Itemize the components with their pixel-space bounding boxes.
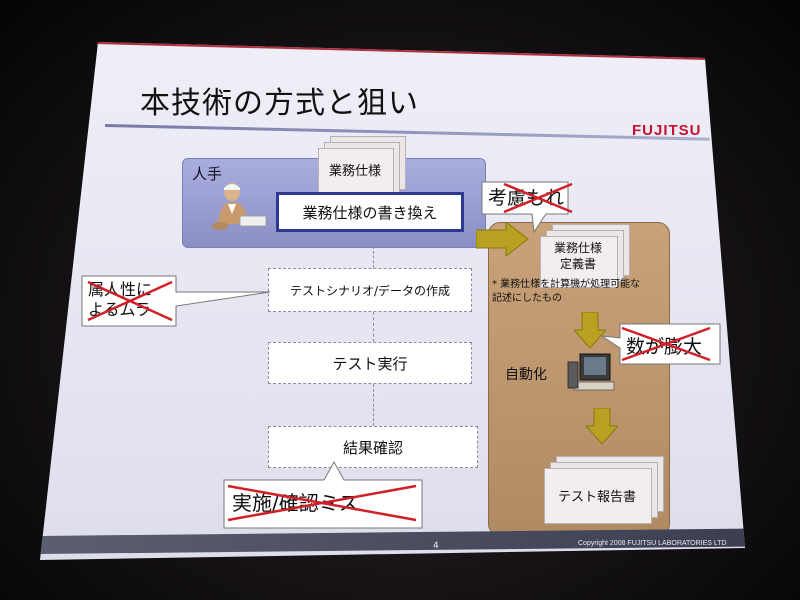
cross-mark-icon xyxy=(621,326,711,362)
rewrite-spec-box: 業務仕様の書き換え xyxy=(276,192,464,232)
definition-note: * 業務仕様を計算機が処理可能な 記述にしたもの xyxy=(492,279,641,304)
person-dependency-bubble xyxy=(81,275,271,327)
mistake-text: 実施/確認ミス xyxy=(232,491,359,515)
cross-mark-icon xyxy=(227,484,417,522)
step-create-scenario: テストシナリオ/データの作成 xyxy=(268,268,472,312)
step-run-test: テスト実行 xyxy=(268,342,472,384)
page-number: 4 xyxy=(433,541,439,551)
flow-connector xyxy=(373,384,374,426)
flow-connector xyxy=(373,246,374,268)
step-check-result: 結果確認 xyxy=(268,426,478,468)
definition-doc-front xyxy=(540,236,618,288)
report-doc-front xyxy=(544,468,652,524)
cross-mark-icon xyxy=(87,280,173,322)
slide-title: 本技術の方式と狙い xyxy=(140,86,419,121)
report-doc-label: テスト報告書 xyxy=(557,490,636,505)
spec-doc-label: 業務仕様 xyxy=(328,164,381,179)
flow-connector xyxy=(373,312,374,342)
cross-mark-icon xyxy=(503,182,573,214)
person-at-desk-icon xyxy=(212,183,267,230)
fujitsu-logo: FUJITSU xyxy=(632,122,702,139)
automation-label: 自動化 xyxy=(505,367,547,383)
omission-text: 考慮もれ xyxy=(488,187,565,209)
title-underline xyxy=(104,124,710,141)
manual-label: 人手 xyxy=(192,165,223,183)
right-arrow-icon xyxy=(476,222,529,256)
copyright-text: Copyright 2008 FUJITSU LABORATORIES LTD xyxy=(578,540,727,547)
definition-doc-label: 業務仕様 定義書 xyxy=(553,241,602,271)
down-arrow-icon xyxy=(586,408,618,444)
down-arrow-icon xyxy=(574,312,606,348)
computer-icon xyxy=(567,353,615,391)
